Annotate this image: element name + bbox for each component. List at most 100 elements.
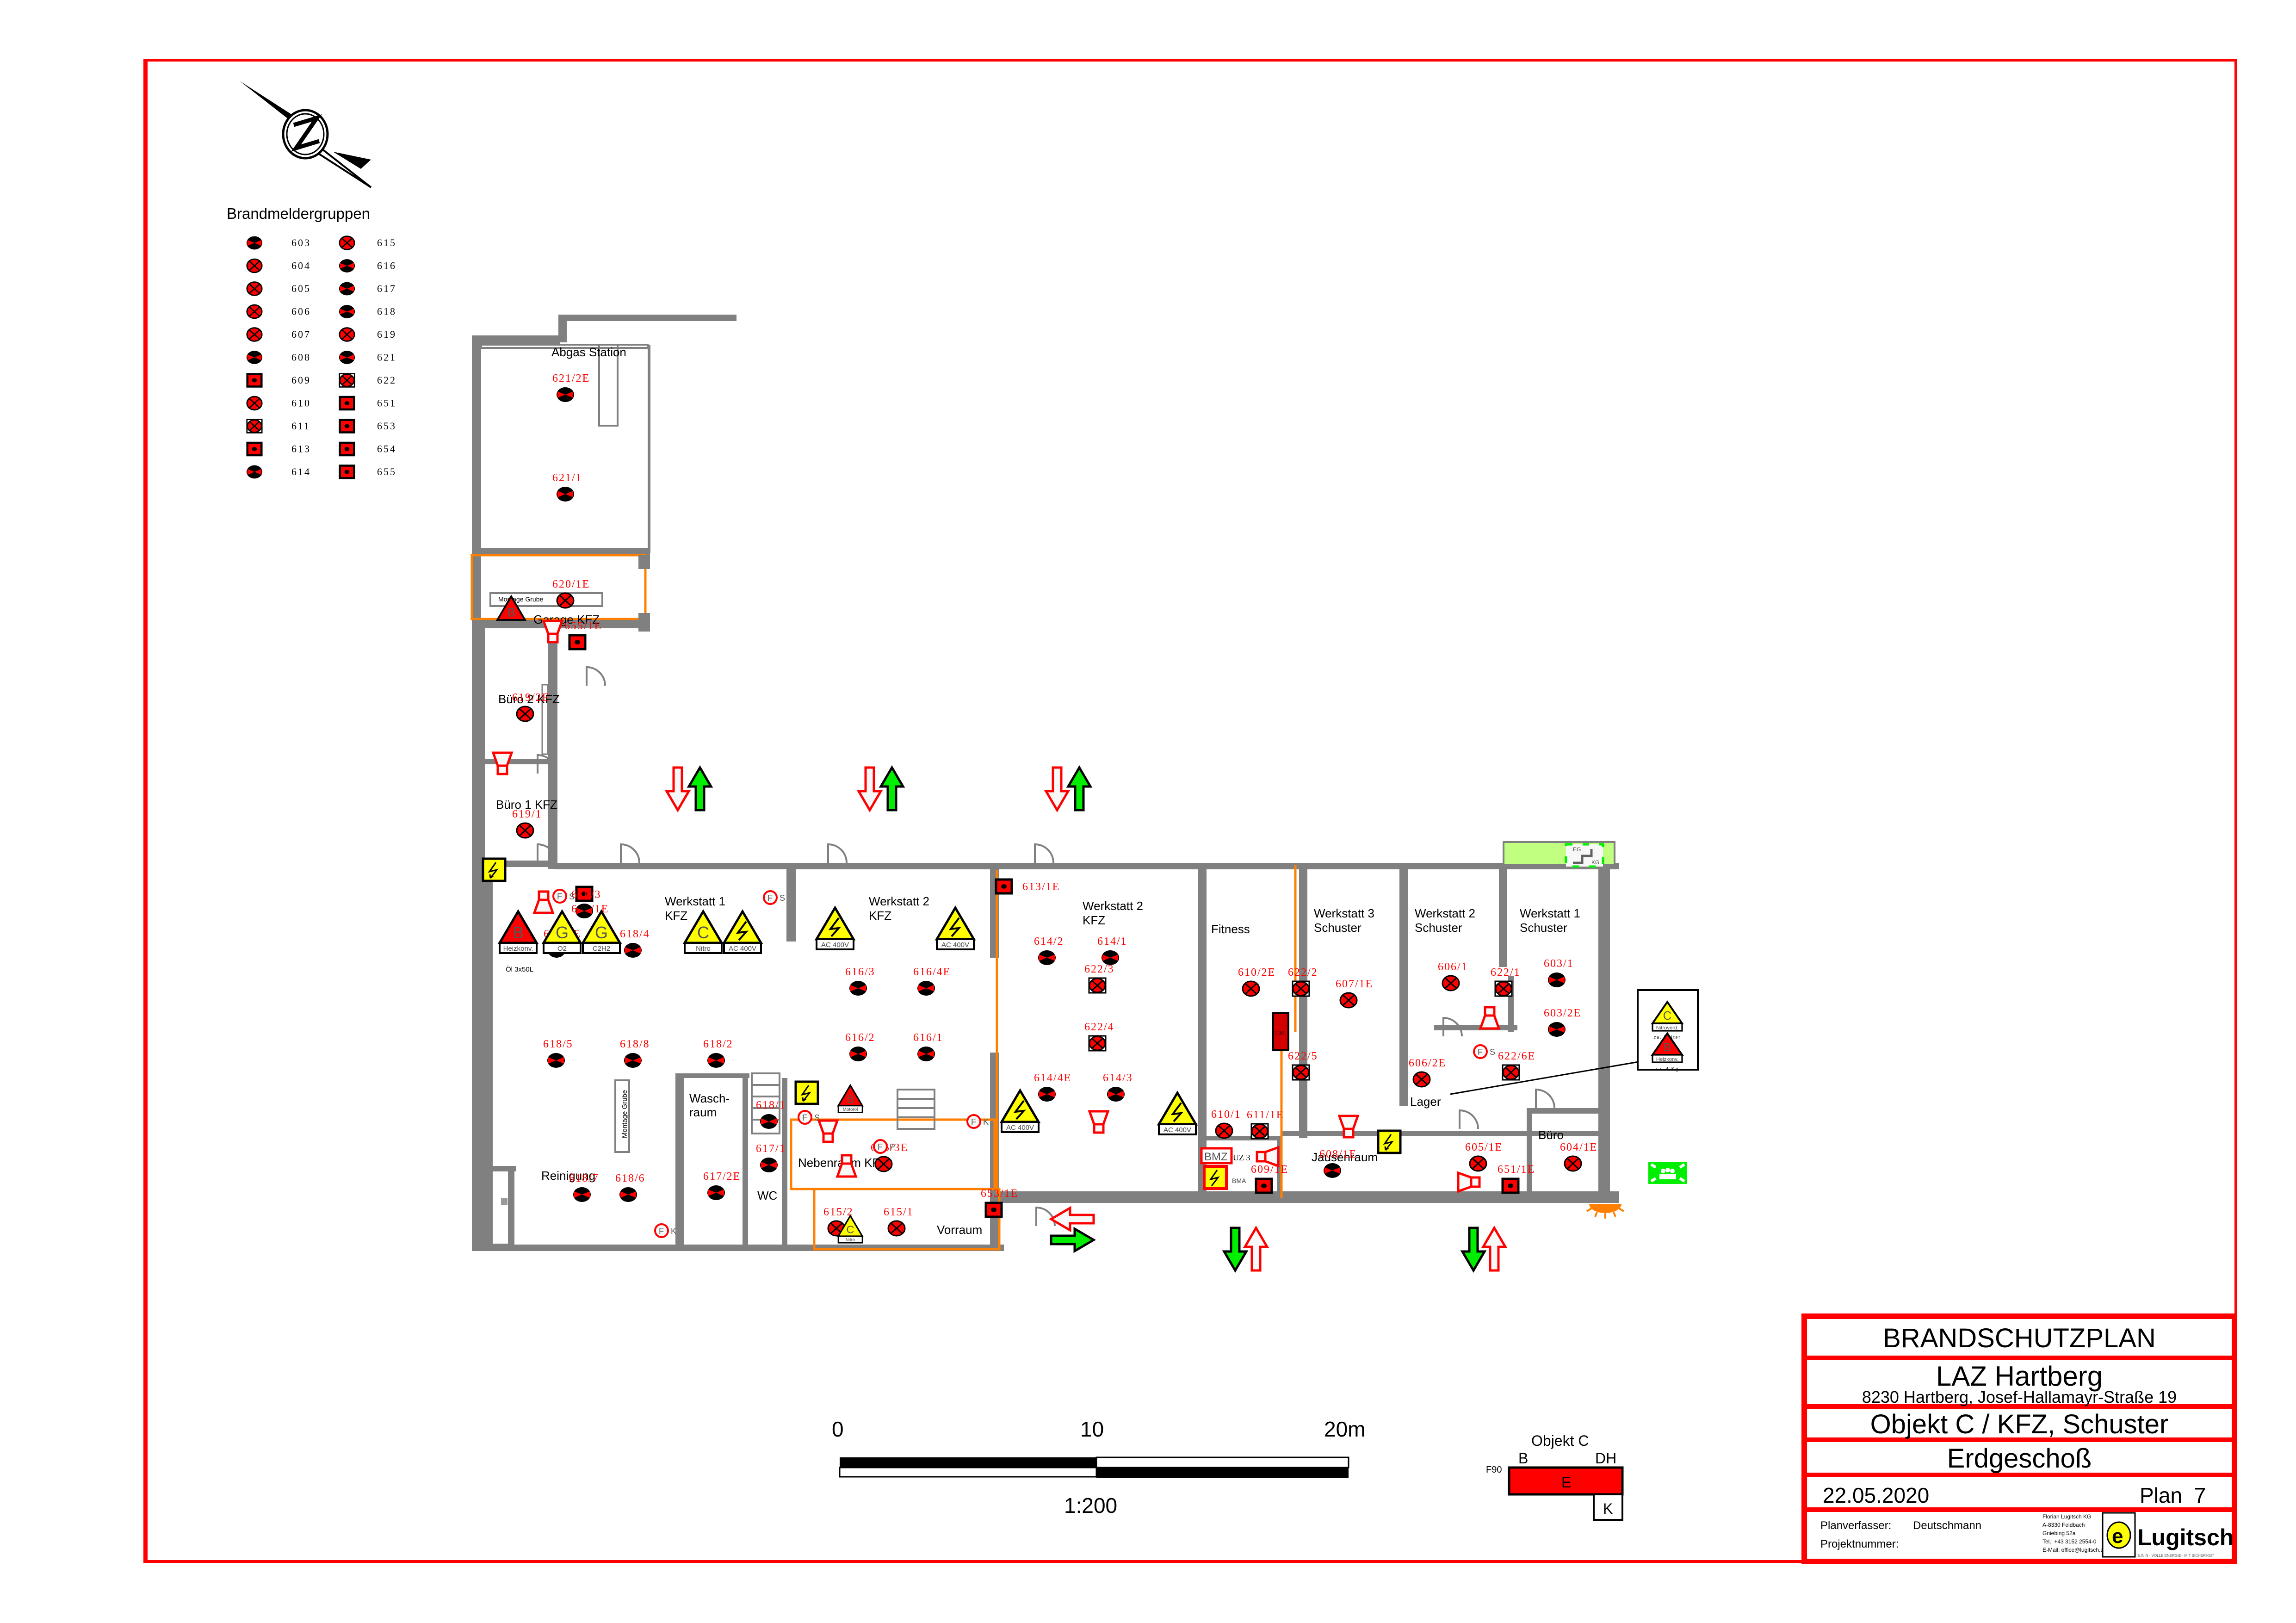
extinguisher-icon bbox=[873, 1139, 888, 1154]
smoke-detector: 616/4E bbox=[913, 966, 950, 996]
hazard-class-letter: B bbox=[513, 923, 524, 942]
smoke-detector: 616/3 bbox=[845, 966, 874, 996]
room-label: Büro 1 KFZ bbox=[496, 798, 557, 812]
detector-bowtie-icon bbox=[624, 943, 642, 958]
smoke-detector: 620/1E bbox=[552, 578, 589, 609]
legend-group-number: 608 bbox=[291, 352, 311, 363]
smoke-detector: 603/1 bbox=[1544, 958, 1573, 987]
smoke-detector: 610/2E bbox=[1238, 966, 1275, 997]
smoke-detector: 617/1 bbox=[756, 1143, 785, 1172]
smoke-detector: 618/8 bbox=[620, 1038, 649, 1068]
object-key: Objekt C B DH F90 E K bbox=[1486, 1432, 1624, 1521]
room-label: Werkstatt 3 bbox=[1314, 906, 1374, 920]
smoke-detector: 651/1E bbox=[1498, 1164, 1534, 1193]
legend-group-number: 604 bbox=[291, 260, 311, 272]
lightning-icon bbox=[1170, 1102, 1183, 1122]
detector-label: 610/2E bbox=[1238, 966, 1275, 979]
escape-arrow-down-icon bbox=[1222, 1227, 1249, 1273]
room-label: Vorraum bbox=[937, 1223, 982, 1237]
detector-bowtie-icon bbox=[547, 1053, 565, 1068]
hazard-class-letter: C bbox=[1663, 1010, 1671, 1022]
smoke-detector: 611/1E bbox=[1247, 1109, 1283, 1140]
extinguisher-type: S bbox=[1490, 1047, 1495, 1057]
smoke-detector: 618/2 bbox=[703, 1038, 732, 1068]
extinguisher-letter: F bbox=[1478, 1047, 1483, 1057]
smoke-detector: 653/1E bbox=[981, 1188, 1017, 1217]
room-label: Werkstatt 1 bbox=[665, 894, 725, 908]
escape-arrow-up-icon bbox=[1066, 765, 1093, 812]
logo-slogan: S.IN.N - VOLLE ENERGIE - MIT SICHERHEIT bbox=[2137, 1554, 2214, 1558]
hazard-label: AC 400V bbox=[941, 941, 969, 949]
exterior-light-icon bbox=[1586, 1204, 1625, 1219]
room-label: Büro 2 KFZ bbox=[498, 692, 560, 706]
legend-symbol-square-dot-icon bbox=[340, 466, 354, 478]
detector-label: 619/2E bbox=[512, 692, 550, 704]
hazard-warning-sign: B Heizkonv. bbox=[497, 909, 539, 954]
room-label: KFZ bbox=[869, 909, 891, 923]
detector-bowtie-icon bbox=[557, 487, 574, 502]
legend: 6036046056066076086096106116136146156166… bbox=[246, 235, 396, 479]
extinguisher-icon bbox=[966, 1114, 981, 1129]
legend-symbol-square-dot-icon bbox=[340, 420, 354, 433]
detector-label: 622/4 bbox=[1084, 1021, 1114, 1033]
hazard-label: Heizkonv. bbox=[503, 945, 533, 953]
detector-label: 621/2E bbox=[552, 372, 590, 384]
smoke-detector: 616/1 bbox=[913, 1032, 942, 1061]
room-label: WC bbox=[757, 1189, 777, 1202]
detector-label: 609/1E bbox=[1251, 1164, 1288, 1176]
scale-tick-10: 10 bbox=[1080, 1417, 1104, 1441]
title-block: BRANDSCHUTZPLAN LAZ Hartberg 8230 Hartbe… bbox=[1801, 1313, 2237, 1564]
legend-symbol-cross-icon bbox=[246, 327, 263, 342]
alarm-horn-icon bbox=[1480, 1007, 1499, 1028]
detector-label: 622/2 bbox=[1288, 966, 1318, 979]
legend-symbol-cross-icon bbox=[246, 396, 263, 411]
legend-group-number: 622 bbox=[377, 374, 396, 386]
attack-route-arrow-down-icon bbox=[664, 766, 691, 812]
detector-cross-square-icon bbox=[1292, 1064, 1310, 1081]
bmz-label: BMZ bbox=[1204, 1151, 1228, 1163]
detector-bowtie-icon bbox=[624, 1053, 642, 1068]
detector-label: 605/1E bbox=[1465, 1141, 1503, 1153]
detector-label: 607/1E bbox=[1336, 978, 1373, 990]
hazard-class-letter: G bbox=[595, 923, 608, 942]
legend-group-number: 606 bbox=[291, 306, 311, 317]
t30-label: T30 bbox=[1274, 1030, 1285, 1037]
room-label: Schuster bbox=[1314, 921, 1362, 935]
hazard-class-letter: B bbox=[1663, 1041, 1671, 1054]
detector-bowtie-icon bbox=[917, 981, 935, 996]
detector-cross-icon bbox=[516, 822, 534, 839]
smoke-detector: 603/2E bbox=[1544, 1007, 1580, 1037]
hazard-warning-sign: AC 400V bbox=[934, 905, 976, 950]
title-plan-number: Plan 7 bbox=[2140, 1483, 2206, 1507]
author-name: Deutschmann bbox=[1913, 1519, 1981, 1532]
floor-plan: EG K G bbox=[470, 315, 1619, 1251]
detector-label: 618/1 bbox=[756, 1099, 786, 1111]
detector-cross-square-icon bbox=[1292, 980, 1310, 997]
detector-cross-icon bbox=[1412, 1071, 1431, 1088]
detector-label: 618/6 bbox=[615, 1172, 645, 1184]
title-floor: Erdgeschoß bbox=[1947, 1443, 2092, 1474]
stair-eg-label: EG bbox=[1573, 846, 1581, 853]
detector-label: 608/1E bbox=[1319, 1148, 1357, 1160]
logo-letter: e bbox=[2112, 1525, 2123, 1548]
lightning-icon bbox=[736, 921, 749, 941]
detector-label: 618/3 bbox=[571, 889, 601, 901]
detector-cross-square-icon bbox=[1088, 977, 1107, 994]
detector-square-dot-icon bbox=[1503, 1179, 1518, 1193]
room-label: Montage Grube bbox=[621, 1090, 629, 1138]
detector-cross-square-icon bbox=[1250, 1123, 1269, 1140]
room-label: Werkstatt 2 bbox=[1415, 906, 1475, 920]
smoke-detector: 607/1E bbox=[1336, 978, 1373, 1009]
extinguisher-type: K bbox=[671, 1227, 676, 1236]
legend-group-number: 603 bbox=[291, 237, 311, 248]
smoke-detector: 622/2 bbox=[1288, 966, 1318, 997]
extinguisher-letter: F bbox=[878, 1142, 883, 1152]
legend-group-number: 609 bbox=[291, 374, 311, 386]
smoke-detector: 613/1E bbox=[996, 880, 1059, 893]
